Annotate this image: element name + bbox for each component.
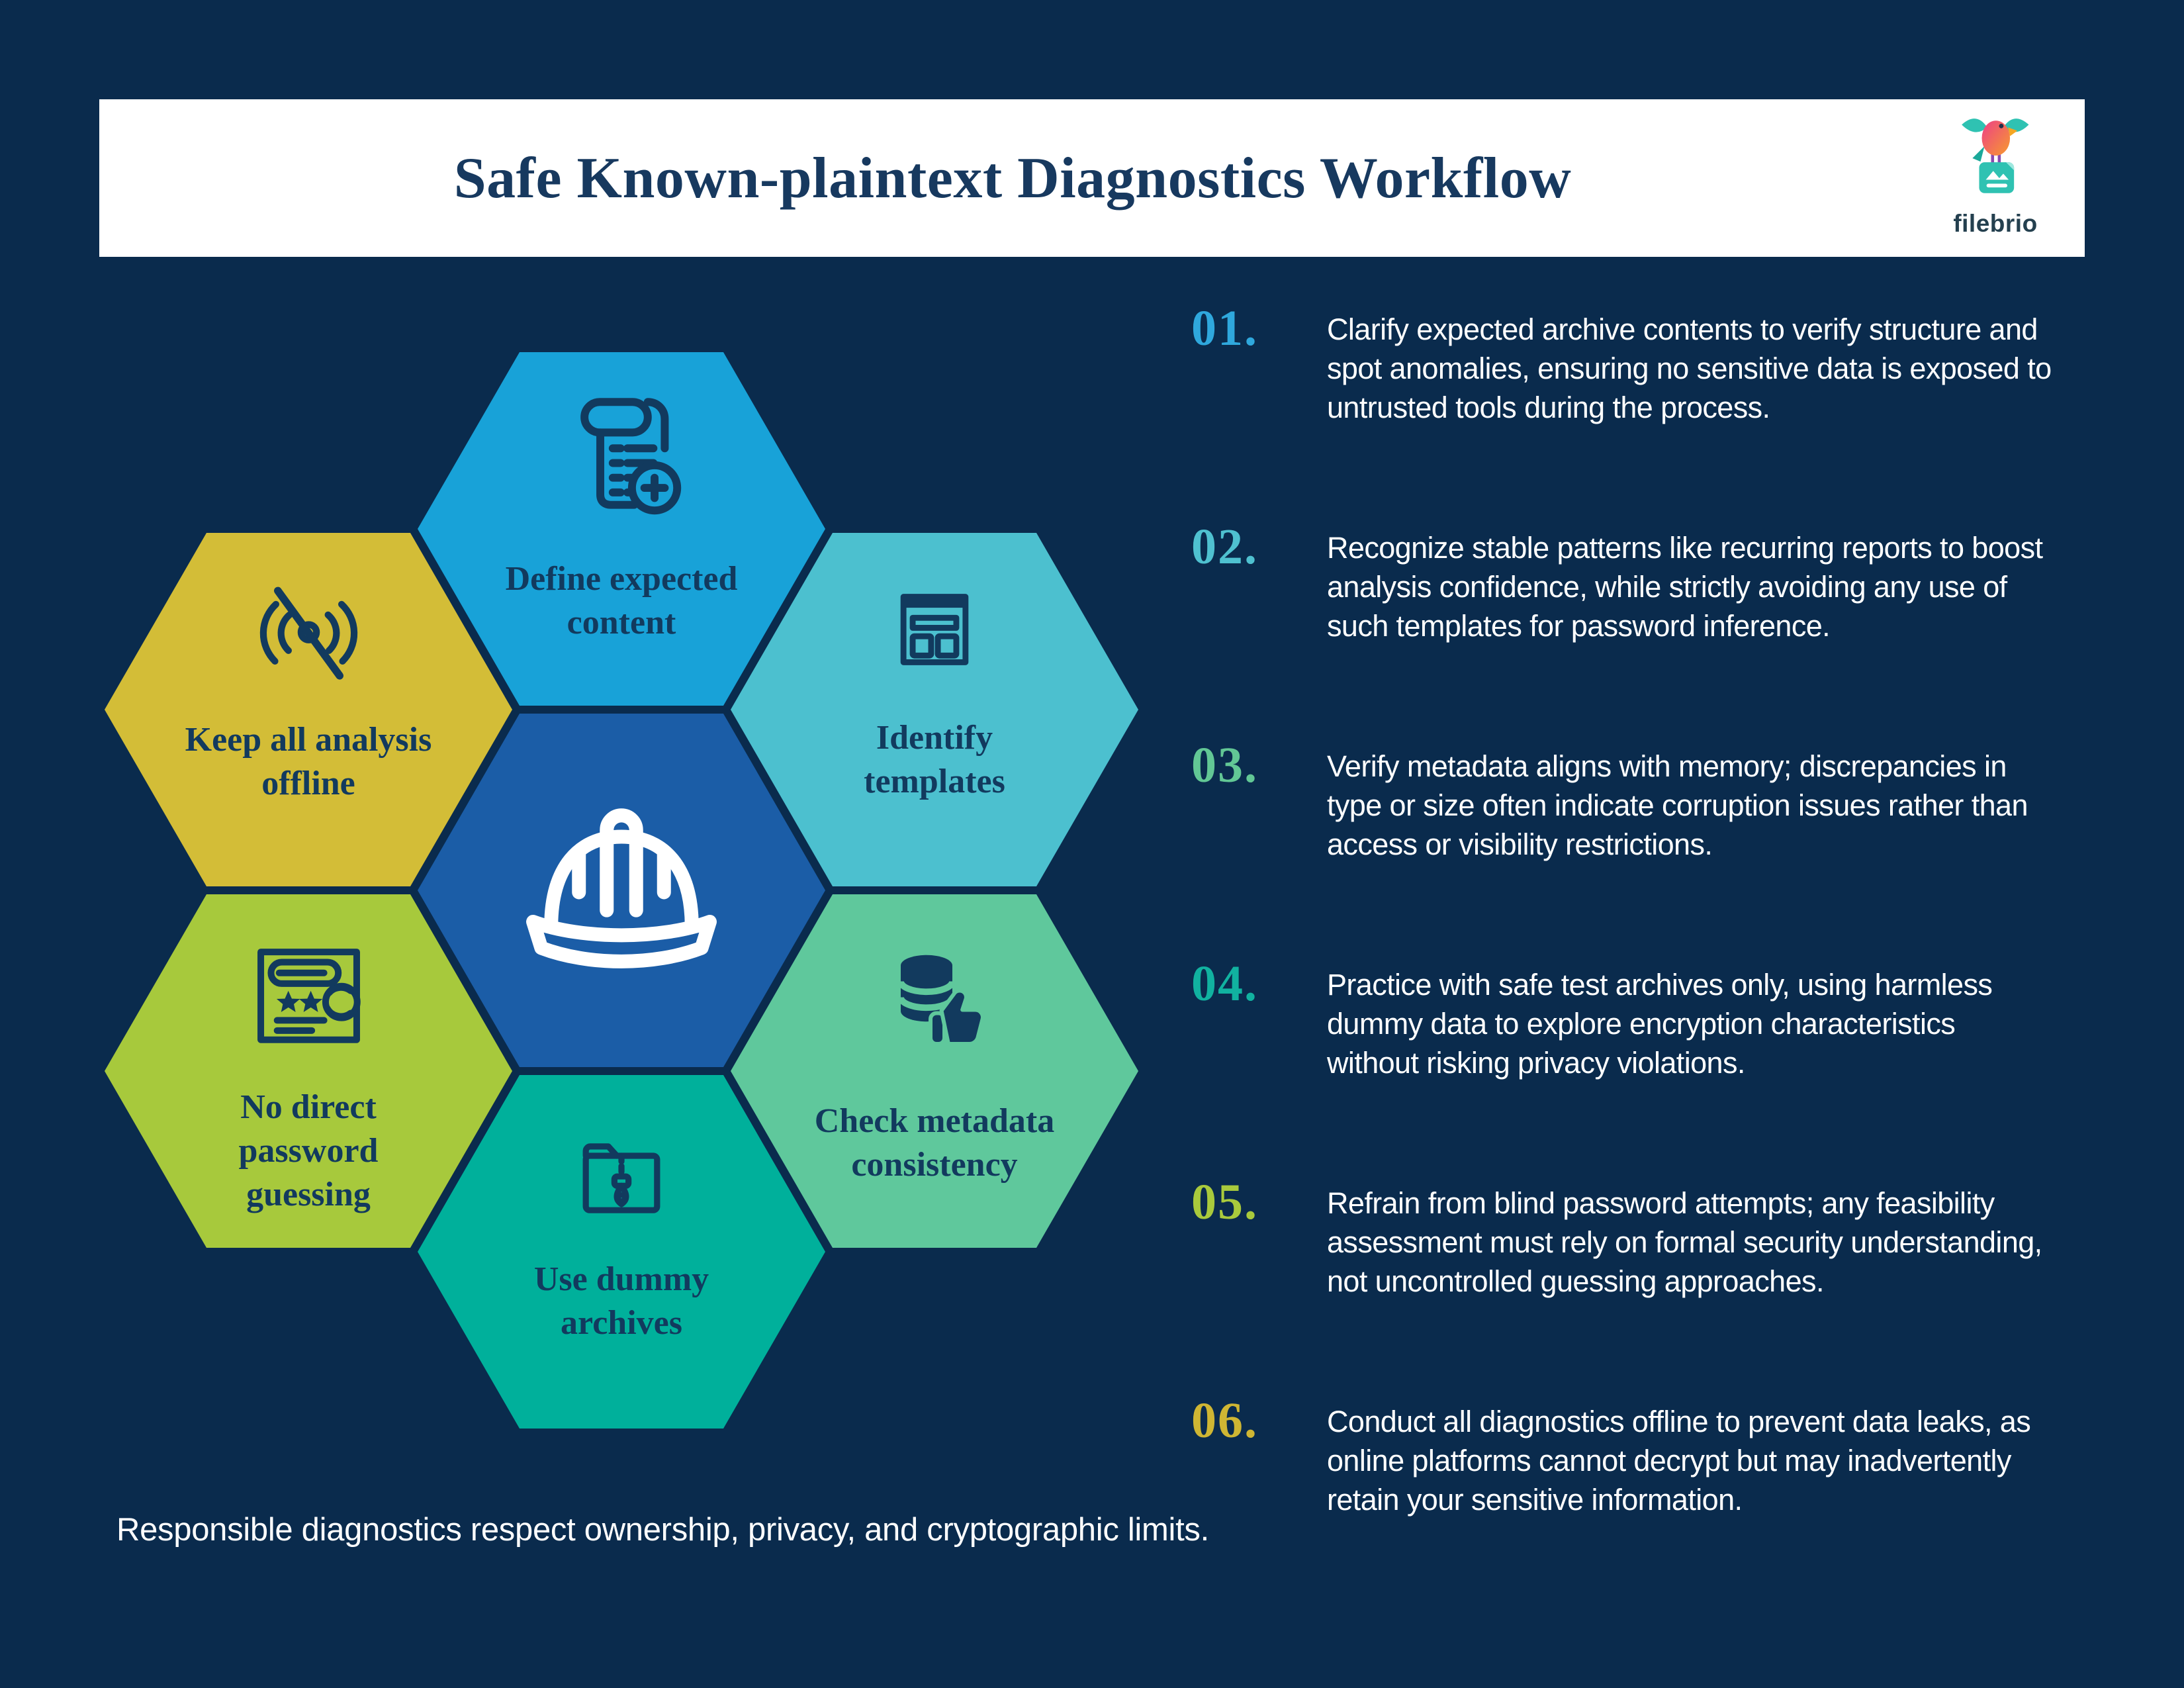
hexagon-label: Keep all analysis offline [185,721,432,802]
hexagon-label: Check metadata consistency [814,1102,1055,1184]
step-item-5: 05. Refrain from blind password attempts… [1191,1177,2167,1301]
footer-note: Responsible diagnostics respect ownershi… [116,1512,1209,1548]
step-number: 06. [1191,1393,1258,1448]
step-text: Clarify expected archive contents to ver… [1327,312,2052,424]
zip-folder-icon [565,1122,678,1235]
step-number: 04. [1191,956,1258,1011]
step-item-1: 01. Clarify expected archive contents to… [1191,303,2167,427]
password-form-icon [248,937,370,1059]
step-number: 02. [1191,519,1258,575]
step-text: Practice with safe test archives only, u… [1327,968,1993,1080]
bird-on-file-logo-icon [1962,118,2029,193]
scroll-plus-icon [554,387,690,523]
step-number: 05. [1191,1174,1258,1230]
step-number: 03. [1191,737,1258,793]
brand-logo: filebrio [1918,107,2073,238]
hard-hat-icon [507,792,736,989]
step-text: Verify metadata aligns with memory; disc… [1327,749,2028,861]
step-item-3: 03. Verify metadata aligns with memory; … [1191,740,2167,864]
wifi-off-icon [251,577,367,693]
hexagon-label: Use dummy archives [533,1260,709,1342]
hexagon-label: No direct password guessing [238,1088,379,1213]
template-window-icon [884,579,985,680]
step-item-4: 04. Practice with safe test archives onl… [1191,959,2167,1082]
hexagon-label: Define expected content [505,560,738,641]
database-thumbs-up-icon [875,941,994,1060]
step-item-2: 02. Recognize stable patterns like recur… [1191,522,2167,645]
step-text: Refrain from blind password attempts; an… [1327,1186,2042,1298]
brand-wordmark: filebrio [1953,210,2038,237]
hexagon-label: Identify templates [864,719,1005,800]
step-item-6: 06. Conduct all diagnostics offline to p… [1191,1395,2167,1519]
step-text: Conduct all diagnostics offline to preve… [1327,1405,2031,1517]
step-number: 01. [1191,301,1258,356]
page-title: Safe Known-plaintext Diagnostics Workflo… [453,146,1572,211]
header-band: Safe Known-plaintext Diagnostics Workflo… [99,99,2085,257]
step-text: Recognize stable patterns like recurring… [1327,531,2043,643]
